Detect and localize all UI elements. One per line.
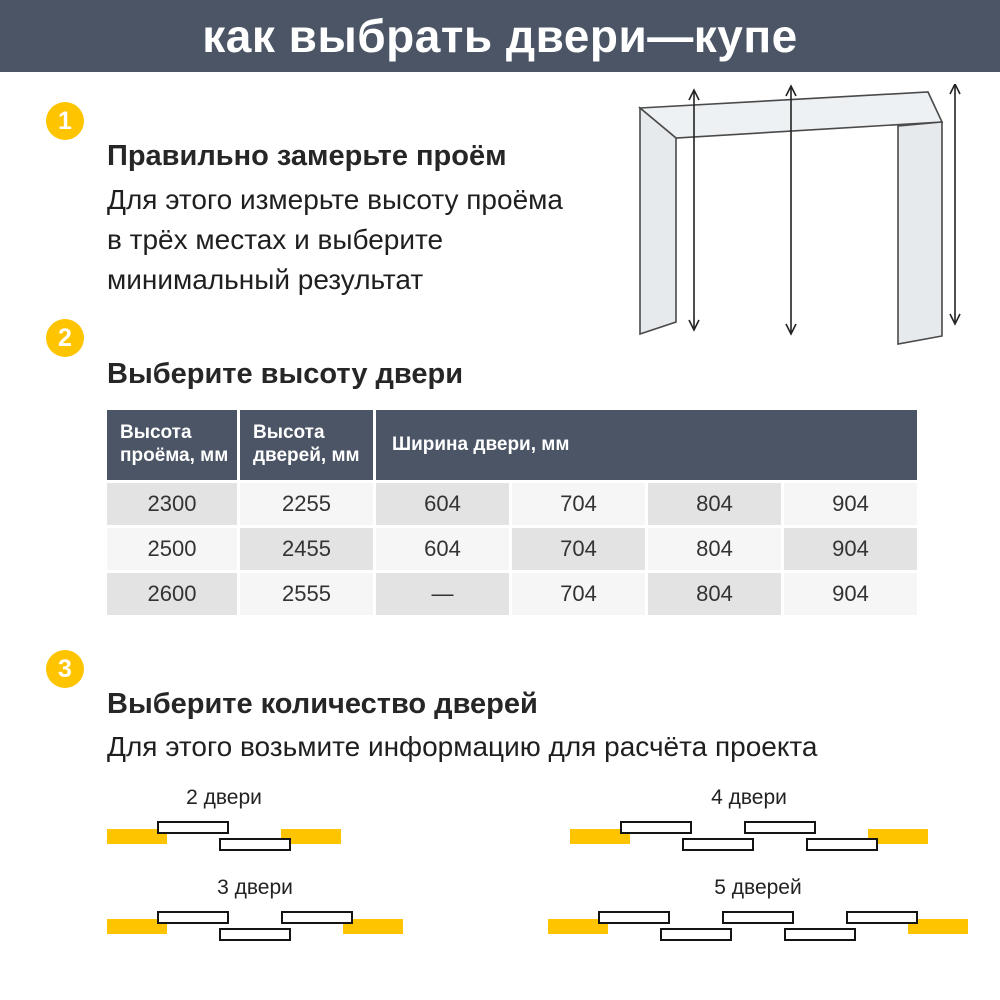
door-panel — [620, 821, 692, 834]
diagram-label: 5 дверей — [714, 876, 802, 899]
table-header-opening-height: Высота проёма, мм — [107, 410, 237, 480]
wall-segment — [868, 829, 928, 844]
table-cell: 2300 — [107, 483, 237, 525]
table-cell: 704 — [512, 483, 645, 525]
measure-arrow-right — [949, 84, 961, 326]
table-header-door-width: Ширина двери, мм — [376, 410, 917, 480]
table-cell: 2500 — [107, 528, 237, 570]
table-cell: — — [376, 573, 509, 615]
table-cell: 904 — [784, 483, 917, 525]
page-title: как выбрать двери—купе — [202, 10, 798, 62]
step-1-description: Для этого измерьте высоту проёма в трёх … — [107, 180, 563, 299]
step-1-badge: 1 — [46, 102, 84, 140]
table-cell: 904 — [784, 573, 917, 615]
door-panel — [598, 911, 670, 924]
step-3-badge: 3 — [46, 650, 84, 688]
door-layout-3 — [107, 907, 403, 945]
door-panel — [722, 911, 794, 924]
step-2-badge: 2 — [46, 319, 84, 357]
step-1-description-line: в трёх местах и выберите — [107, 223, 444, 255]
wall-segment — [281, 829, 341, 844]
table-header-door-height: Высота дверей, мм — [240, 410, 373, 480]
door-panel — [806, 838, 878, 851]
table-cell: 804 — [648, 573, 781, 615]
door-layout-4 — [570, 817, 928, 855]
door-frame-illustration — [637, 84, 961, 345]
door-count-diagram-4: 4 двери — [570, 786, 928, 855]
door-panel — [744, 821, 816, 834]
step-2-title: Выберите высоту двери — [107, 358, 464, 390]
door-count-diagram-5: 5 дверей — [548, 876, 968, 945]
wall-segment — [548, 919, 608, 934]
door-panel — [846, 911, 918, 924]
table-cell: 704 — [512, 573, 645, 615]
door-panel — [219, 928, 291, 941]
table-cell: 2455 — [240, 528, 373, 570]
step-1-description-line: минимальный результат — [107, 263, 424, 295]
door-panel — [219, 838, 291, 851]
diagram-label: 3 двери — [217, 876, 293, 899]
wall-segment — [107, 919, 167, 934]
table-cell: 604 — [376, 528, 509, 570]
door-panel — [281, 911, 353, 924]
measure-arrow-middle — [785, 84, 797, 336]
door-layout-5 — [548, 907, 968, 945]
wall-segment — [908, 919, 968, 934]
table-cell: 604 — [376, 483, 509, 525]
door-layout-2 — [107, 817, 341, 855]
door-panel — [660, 928, 732, 941]
wall-segment — [570, 829, 630, 844]
door-count-diagram-2: 2 двери — [107, 786, 341, 855]
table-cell: 804 — [648, 528, 781, 570]
door-panel — [157, 911, 229, 924]
door-count-diagram-3: 3 двери — [107, 876, 403, 945]
door-panel — [157, 821, 229, 834]
step-3-description: Для этого возьмите информацию для расчёт… — [107, 731, 818, 762]
step-1-description-line: Для этого измерьте высоту проёма — [107, 184, 563, 215]
table-cell: 804 — [648, 483, 781, 525]
wall-segment — [107, 829, 167, 844]
table-cell: 704 — [512, 528, 645, 570]
door-panel — [784, 928, 856, 941]
page-header: как выбрать двери—купе — [0, 0, 1000, 72]
size-table: Высота проёма, мм Высота дверей, мм Шири… — [107, 410, 917, 615]
table-cell: 904 — [784, 528, 917, 570]
door-panel — [682, 838, 754, 851]
step-3-title: Выберите количество дверей — [107, 688, 538, 720]
table-cell: 2255 — [240, 483, 373, 525]
step-1-title: Правильно замерьте проём — [107, 140, 507, 172]
diagram-label: 2 двери — [186, 786, 262, 809]
wall-segment — [343, 919, 403, 934]
measure-arrow-left — [688, 88, 700, 332]
table-cell: 2600 — [107, 573, 237, 615]
table-cell: 2555 — [240, 573, 373, 615]
diagram-label: 4 двери — [711, 786, 787, 809]
